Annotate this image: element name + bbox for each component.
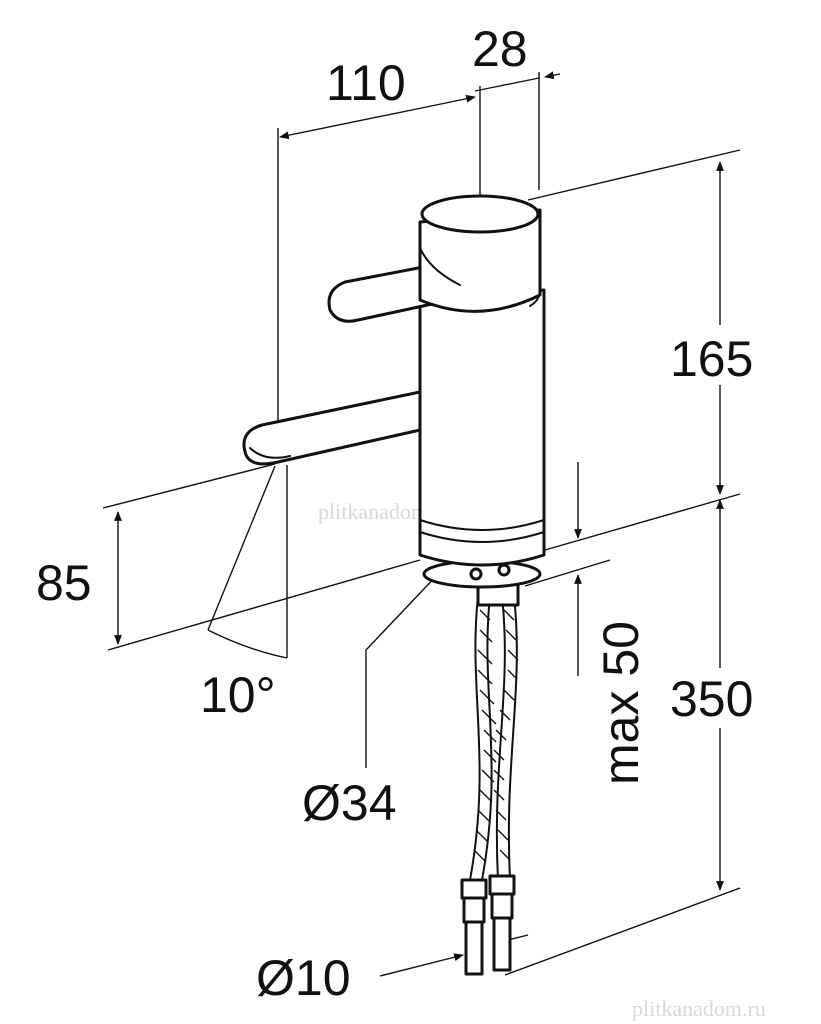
base-ring-line (419, 531, 545, 543)
faucet (242, 194, 546, 976)
label-350: 350 (670, 671, 753, 727)
angle-line-spray (207, 465, 276, 631)
hose-fitting-right (488, 874, 516, 896)
dim-line-28 (474, 77, 540, 92)
leader-34 (365, 571, 441, 768)
label-max50: max 50 (593, 621, 649, 785)
arrow-10-left (379, 953, 464, 977)
hose-pipe-right (492, 916, 512, 972)
dim-line-110 (279, 94, 476, 140)
hose-pipe-left (464, 920, 484, 976)
watermark-corner: plitkanadom.ru (632, 996, 766, 1021)
label-28: 28 (472, 21, 528, 77)
ext-line-350-bottom (504, 887, 741, 976)
dim-hose-diameter: Ø10 (256, 934, 529, 1006)
ext-line-85-top (102, 463, 276, 509)
dim-body-diameter: 28 (472, 21, 561, 207)
dim-spout-height: 85 (36, 463, 421, 651)
ext-line-165-top (527, 149, 741, 201)
label-10: Ø10 (256, 950, 351, 1006)
label-34: Ø34 (302, 775, 397, 831)
spout (242, 390, 422, 466)
dim-base-diameter: Ø34 (302, 571, 441, 831)
label-10deg: 10° (200, 667, 276, 723)
arrow-28 (544, 71, 561, 80)
label-110: 110 (326, 55, 406, 111)
faucet-body (418, 288, 546, 567)
dim-hose-length: 350 (504, 499, 775, 976)
ext-line-165-bottom (544, 493, 741, 551)
dim-angle: 10° (200, 465, 288, 723)
hose-fitting-left (460, 878, 488, 900)
dim-spout-reach: 110 (277, 55, 476, 462)
head-top (420, 194, 540, 234)
label-85: 85 (36, 555, 92, 611)
dim-body-height: 165 (527, 149, 775, 551)
supply-hoses (460, 595, 519, 976)
dim-max-thickness: max 50 (524, 462, 649, 785)
ext-line-85-bottom (107, 559, 421, 651)
label-165: 165 (670, 331, 753, 387)
ext-line-max50 (524, 559, 611, 587)
angle-arc (207, 629, 288, 659)
